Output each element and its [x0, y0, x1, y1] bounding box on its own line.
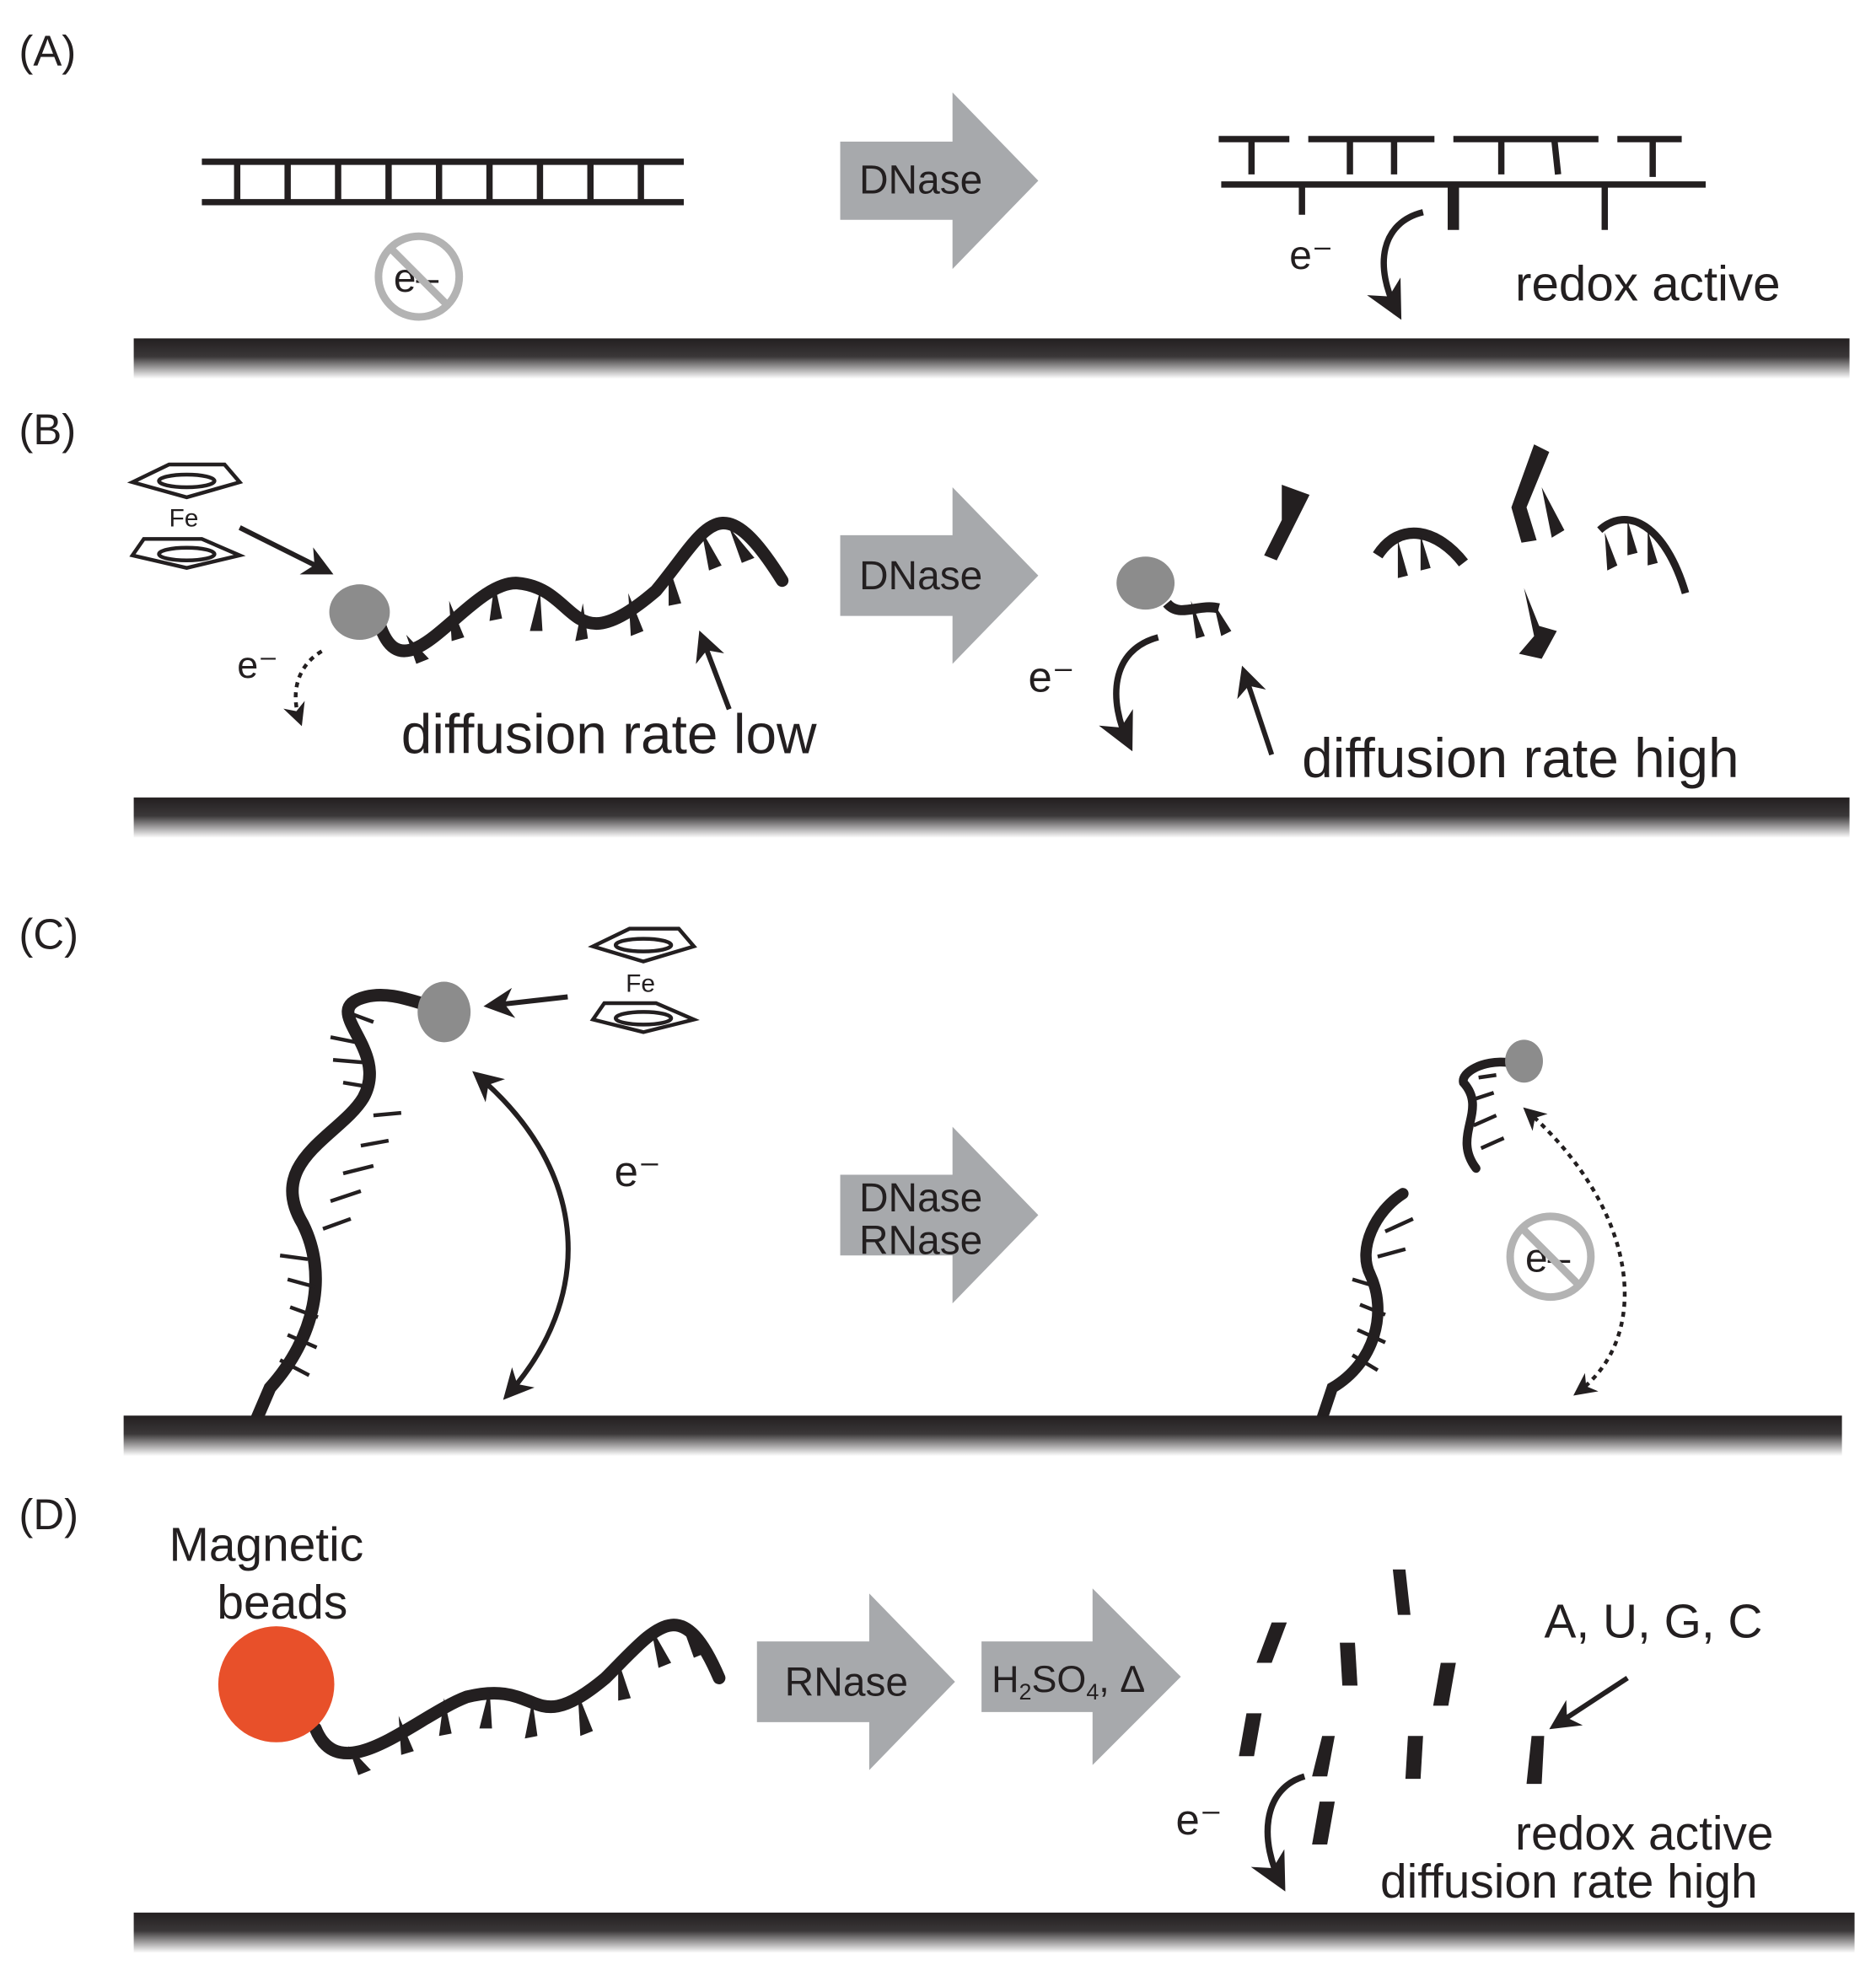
- panel-b-label: (B): [19, 405, 76, 454]
- panel-d: (D) Magnetic beads RNase: [19, 1490, 1855, 1953]
- panel-a-label: (A): [19, 27, 76, 75]
- nucleotides-pointer: [1549, 1675, 1629, 1730]
- redox-active-label: redox active: [1515, 257, 1781, 312]
- electrode-surface-c: [123, 1415, 1842, 1457]
- dnase-arrow-label-c: DNase: [859, 1176, 982, 1221]
- free-nucleobases: [1239, 1569, 1545, 1844]
- ferrocene-icon: [126, 462, 246, 571]
- dnase-arrow-label-b: DNase: [859, 554, 982, 599]
- electron-transfer-arrow: [1367, 209, 1424, 320]
- ferrocene-bead-b: [329, 584, 390, 641]
- fragmented-dna-ladder: [1218, 136, 1706, 230]
- ferrocene-metal-label-c: Fe: [626, 969, 655, 997]
- magnetic-beads-label-line1: Magnetic: [169, 1518, 364, 1571]
- panel-a: (A) e– DNase: [19, 27, 1850, 379]
- nucleotides-label: A, U, G, C: [1544, 1596, 1762, 1649]
- dnase-process-arrow-b: DNase: [840, 486, 1039, 664]
- dnase-arrow-label: DNase: [859, 158, 982, 202]
- diffusion-high-label-d: diffusion rate high: [1380, 1855, 1758, 1909]
- rnase-arrow-label-d: RNase: [785, 1660, 908, 1705]
- acid-heat-arrow-label: H2SO4, Δ: [992, 1657, 1145, 1705]
- ferrocene-pointer-arrow: [238, 525, 334, 575]
- bead-bound-rna: [218, 1619, 726, 1775]
- dnase-process-arrow: DNase: [840, 92, 1039, 270]
- intact-dna-ladder: [202, 158, 684, 206]
- cleaved-dna-probe: [1311, 1039, 1543, 1439]
- diffusion-low-pointer: [696, 630, 732, 711]
- redox-active-label-d: redox active: [1515, 1807, 1773, 1861]
- diffusion-low-label: diffusion rate low: [401, 703, 817, 765]
- diffusion-high-pointer: [1237, 665, 1275, 756]
- dna-fragments-b: [1116, 444, 1690, 659]
- ferrocene-pointer-arrow-c: [483, 987, 568, 1018]
- ferrocene-tagged-dna: [329, 517, 789, 664]
- electron-label-b-right: e⁻: [1028, 652, 1074, 701]
- panel-d-label: (D): [19, 1490, 78, 1538]
- electron-transfer-arrow-b: [1099, 634, 1159, 752]
- ferrocene-metal-label: Fe: [169, 504, 199, 532]
- acid-hydrolysis-process-arrow: H2SO4, Δ: [981, 1588, 1181, 1765]
- electrode-surface-b: [133, 797, 1850, 838]
- weak-electron-arrow: [283, 649, 323, 727]
- magnetic-beads-label-line2: beads: [217, 1576, 347, 1630]
- magnetic-bead: [218, 1626, 335, 1742]
- panel-c-label: (C): [19, 910, 78, 958]
- electron-label: e⁻: [1289, 234, 1333, 278]
- panel-c: (C) Fe: [19, 910, 1842, 1457]
- electron-label-b-left: e⁻: [237, 643, 278, 686]
- rnase-arrow-label-c: RNase: [859, 1219, 982, 1264]
- electron-label-d: e⁻: [1176, 1796, 1223, 1844]
- electrode-surface-d: [133, 1912, 1855, 1953]
- ferrocene-bead-c-right: [1505, 1039, 1543, 1083]
- electron-transfer-double-arrow: [472, 1071, 571, 1400]
- diffusion-high-label-b: diffusion rate high: [1302, 727, 1739, 789]
- ferrocene-bead-b-right: [1116, 556, 1175, 610]
- ferrocene-bead-c: [417, 981, 471, 1043]
- rnase-process-arrow: RNase: [756, 1593, 955, 1770]
- no-electron-transfer-icon: e–: [374, 232, 464, 321]
- surface-bound-dna-probe: [240, 981, 471, 1447]
- panel-b: (B) Fe e⁻: [19, 405, 1850, 838]
- electron-label-c: e⁻: [615, 1147, 661, 1195]
- no-electron-transfer-icon-c: e–: [1506, 1212, 1595, 1302]
- nuclease-process-arrow-c: DNase RNase: [840, 1126, 1039, 1304]
- electrode-surface-a: [133, 338, 1850, 379]
- electron-transfer-arrow-d: [1250, 1773, 1306, 1892]
- ferrocene-icon-c: [588, 926, 700, 1034]
